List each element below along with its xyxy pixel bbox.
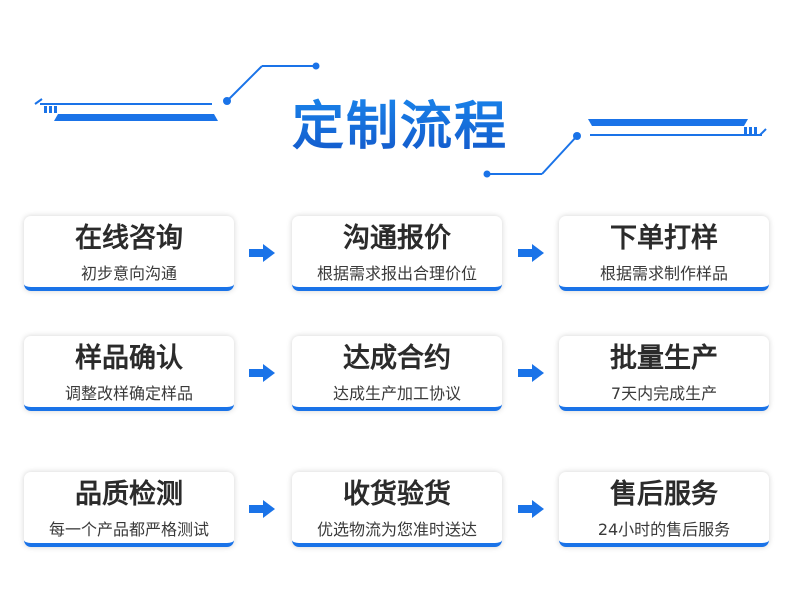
- step-description: 达成生产加工协议: [332, 384, 461, 403]
- arrow-right-icon: [249, 244, 275, 262]
- step-title: 收货验货: [343, 479, 451, 510]
- arrow-right-icon: [249, 364, 275, 382]
- step-description: 24小时的售后服务: [597, 520, 731, 539]
- step-title: 品质检测: [75, 479, 183, 510]
- step-card: 沟通报价根据需求报出合理价位: [292, 216, 502, 291]
- right-circuit-decoration: [483, 119, 767, 178]
- arrow-right-icon: [518, 244, 544, 262]
- page-title: 定制流程: [0, 84, 800, 159]
- arrow-right-icon: [518, 364, 544, 382]
- step-title: 在线咨询: [75, 223, 183, 254]
- step-card: 样品确认调整改样确定样品: [24, 336, 234, 411]
- left-circuit-decoration: [34, 62, 320, 121]
- arrow-right-icon: [518, 500, 544, 518]
- step-description: 根据需求报出合理价位: [316, 264, 477, 283]
- step-card: 批量生产 7天内完成生产: [559, 336, 769, 411]
- step-card: 收货验货优选物流为您准时送达: [292, 472, 502, 547]
- step-card: 售后服务 24小时的售后服务: [559, 472, 769, 547]
- step-card: 在线咨询初步意向沟通: [24, 216, 234, 291]
- step-card: 达成合约达成生产加工协议: [292, 336, 502, 411]
- step-title: 达成合约: [343, 343, 451, 374]
- step-title: 样品确认: [75, 343, 183, 374]
- title-decoration: [34, 62, 767, 178]
- step-description: 7天内完成生产: [610, 384, 718, 403]
- step-title: 批量生产: [610, 343, 718, 374]
- step-title: 售后服务: [610, 479, 718, 510]
- step-description: 根据需求制作样品: [599, 264, 728, 283]
- step-card: 品质检测每一个产品都严格测试: [24, 472, 234, 547]
- step-description: 优选物流为您准时送达: [316, 520, 477, 539]
- arrow-right-icon: [249, 500, 275, 518]
- step-description: 初步意向沟通: [80, 264, 177, 283]
- step-card: 下单打样根据需求制作样品: [559, 216, 769, 291]
- step-title: 下单打样: [610, 223, 718, 254]
- step-description: 每一个产品都严格测试: [48, 520, 209, 539]
- step-title: 沟通报价: [343, 223, 451, 254]
- step-description: 调整改样确定样品: [64, 384, 193, 403]
